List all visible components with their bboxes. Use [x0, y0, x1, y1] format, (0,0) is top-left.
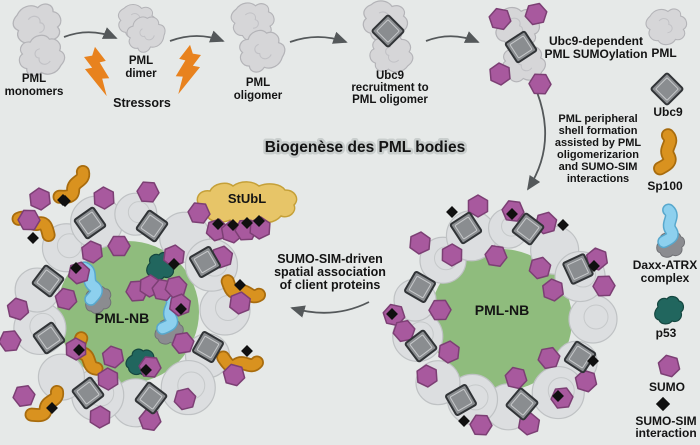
figure-title: Biogenèse des PML bodies — [265, 139, 465, 156]
shell-formation-note-line2: shell formation — [559, 125, 638, 137]
ubc9-recruitment-label-line2: recruitment to — [351, 82, 428, 94]
pml-shell-unit-detail — [56, 233, 82, 259]
shell-formation-note-line1: PML peripheral — [558, 113, 637, 125]
right-nb-label: PML-NB — [475, 302, 529, 318]
client-association-note-line3: of client proteins — [280, 278, 381, 292]
legend-label-sp100: Sp100 — [647, 179, 683, 193]
client-association-note-line1: SUMO-SIM-driven — [277, 252, 383, 266]
legend-label-sumo-sim-line2: interaction — [635, 426, 696, 440]
legend-label-ubc9: Ubc9 — [653, 105, 683, 119]
legend-label-p53: p53 — [656, 326, 677, 340]
ubc9-recruitment-label-line3: PML oligomer — [352, 94, 428, 106]
shell-formation-note-line3: assisted by PML — [555, 137, 641, 149]
pml-shell-unit — [568, 294, 618, 344]
sumoylation-label-line2: PML SUMOylation — [544, 47, 647, 61]
right-nb-core — [430, 249, 572, 391]
sumo-icon — [17, 209, 41, 231]
legend-label-daxx-atrx-line1: Daxx-ATRX — [633, 258, 697, 272]
pml-shell-unit-detail — [583, 304, 609, 330]
shell-formation-note-line6: interactions — [567, 173, 629, 185]
sumoylation-label-line1: Ubc9-dependent — [549, 34, 643, 48]
arrow-monomer-to-dimer — [63, 27, 118, 39]
left-nb-label: PML-NB — [95, 310, 149, 326]
legend-label-sumo: SUMO — [649, 380, 685, 394]
pml-monomers-label-line2: monomers — [5, 86, 64, 98]
arrow-dimer-to-oligomer — [169, 30, 225, 43]
arrow-oligomer-to-ubc9 — [289, 31, 348, 44]
ubc9-recruitment-label-line1: Ubc9 — [376, 70, 404, 82]
shell-formation-note-line5: and SUMO-SIM — [559, 161, 638, 173]
pml-monomers-label-line1: PML — [22, 73, 46, 85]
sumo-icon — [107, 235, 131, 257]
stubl-label: StUbL — [228, 191, 266, 206]
legend-label-sumo-sim-line1: SUMO-SIM — [635, 414, 696, 428]
stressors-label: Stressors — [113, 96, 171, 110]
flow-arrows — [63, 27, 546, 318]
arrow-client-association — [290, 301, 370, 318]
client-association-note-line2: spatial association — [274, 265, 386, 279]
arrow-sumoylation-to-nb — [527, 91, 546, 191]
sumo-icon — [428, 299, 452, 321]
pml-dimer-label-line1: PML — [129, 55, 153, 67]
legend-label-daxx-atrx-line2: complex — [641, 271, 690, 285]
legend-label-pml: PML — [651, 46, 676, 60]
arrow-ubc9-to-sumoylation — [425, 31, 480, 43]
pml-oligomer-label-line1: PML — [246, 77, 270, 89]
pml-oligomer-label-line2: oligomer — [234, 90, 283, 102]
pml-dimer-label-line2: dimer — [125, 68, 157, 80]
p53-icon — [654, 295, 685, 325]
shell-formation-note-line4: oligomerizarion — [557, 149, 639, 161]
